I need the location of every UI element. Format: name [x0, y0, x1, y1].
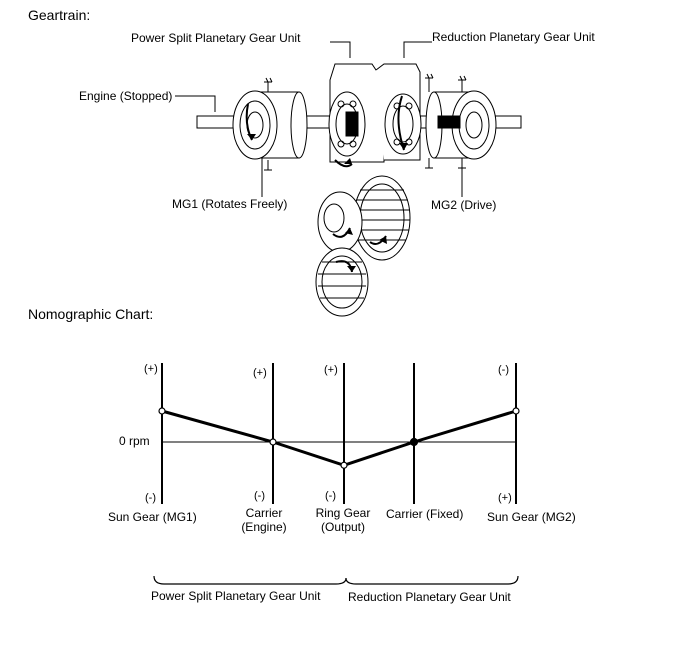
axis-top-sign: (+): [253, 367, 267, 379]
reduction-bracket: [403, 41, 432, 58]
axis-name: Carrier (Fixed): [386, 507, 464, 521]
axis-name: Sun Gear (MG2): [487, 510, 576, 524]
data-point-3: [340, 461, 348, 469]
data-point-4: [409, 437, 419, 447]
axis-top-sign: (+): [324, 364, 338, 376]
mg1-label: MG1 (Rotates Freely): [172, 197, 288, 211]
mg2-label: MG2 (Drive): [431, 198, 497, 212]
power-split-unit-label: Power Split Planetary Gear Unit: [131, 31, 301, 45]
axis-name: Ring Gear: [315, 506, 371, 520]
reduction-brace: [345, 575, 519, 585]
data-point-2: [269, 438, 277, 446]
axis-bottom-sign: (-): [254, 490, 265, 502]
ground-mark: [425, 158, 433, 169]
reduction-unit-label: Reduction Planetary Gear Unit: [432, 30, 595, 44]
counter-driven-gear: [317, 191, 363, 253]
engine-leader: [175, 95, 216, 112]
nomographic-heading: Nomographic Chart:: [28, 306, 154, 322]
data-point-5: [512, 407, 520, 415]
axis-bottom-sign: (-): [325, 490, 336, 502]
zero-rpm-label: 0 rpm: [119, 434, 150, 448]
axis-top-sign: (-): [498, 364, 509, 376]
rotation-arrow: [334, 159, 353, 168]
axis-top-sign: (+): [144, 363, 158, 375]
counter-drive-gear: [353, 175, 411, 261]
mg2-rotor: [425, 90, 497, 160]
ground-mark: [458, 75, 467, 92]
axis-bottom-sign: (+): [498, 492, 512, 504]
axis-name-line2: (Output): [320, 520, 365, 534]
reduction-group-label: Reduction Planetary Gear Unit: [348, 590, 511, 604]
power-split-bracket: [330, 41, 351, 58]
ground-mark: [264, 160, 272, 171]
ground-mark: [425, 73, 434, 92]
ground-mark: [458, 158, 466, 169]
power-split-group-label: Power Split Planetary Gear Unit: [151, 589, 321, 603]
engine-label: Engine (Stopped): [79, 89, 173, 103]
speed-line: [161, 409, 517, 467]
ground-mark: [264, 77, 273, 92]
axis-name: Sun Gear (MG1): [108, 510, 197, 524]
axis-bottom-sign: (-): [145, 492, 156, 504]
geartrain-heading: Geartrain:: [28, 7, 91, 23]
mg1-rotor: [232, 90, 308, 160]
power-split-brace: [153, 575, 347, 585]
power-split-housing: [328, 63, 385, 163]
data-point-1: [158, 407, 166, 415]
axis-name: Carrier: [245, 506, 283, 520]
axis-name-line2: (Engine): [241, 520, 287, 534]
